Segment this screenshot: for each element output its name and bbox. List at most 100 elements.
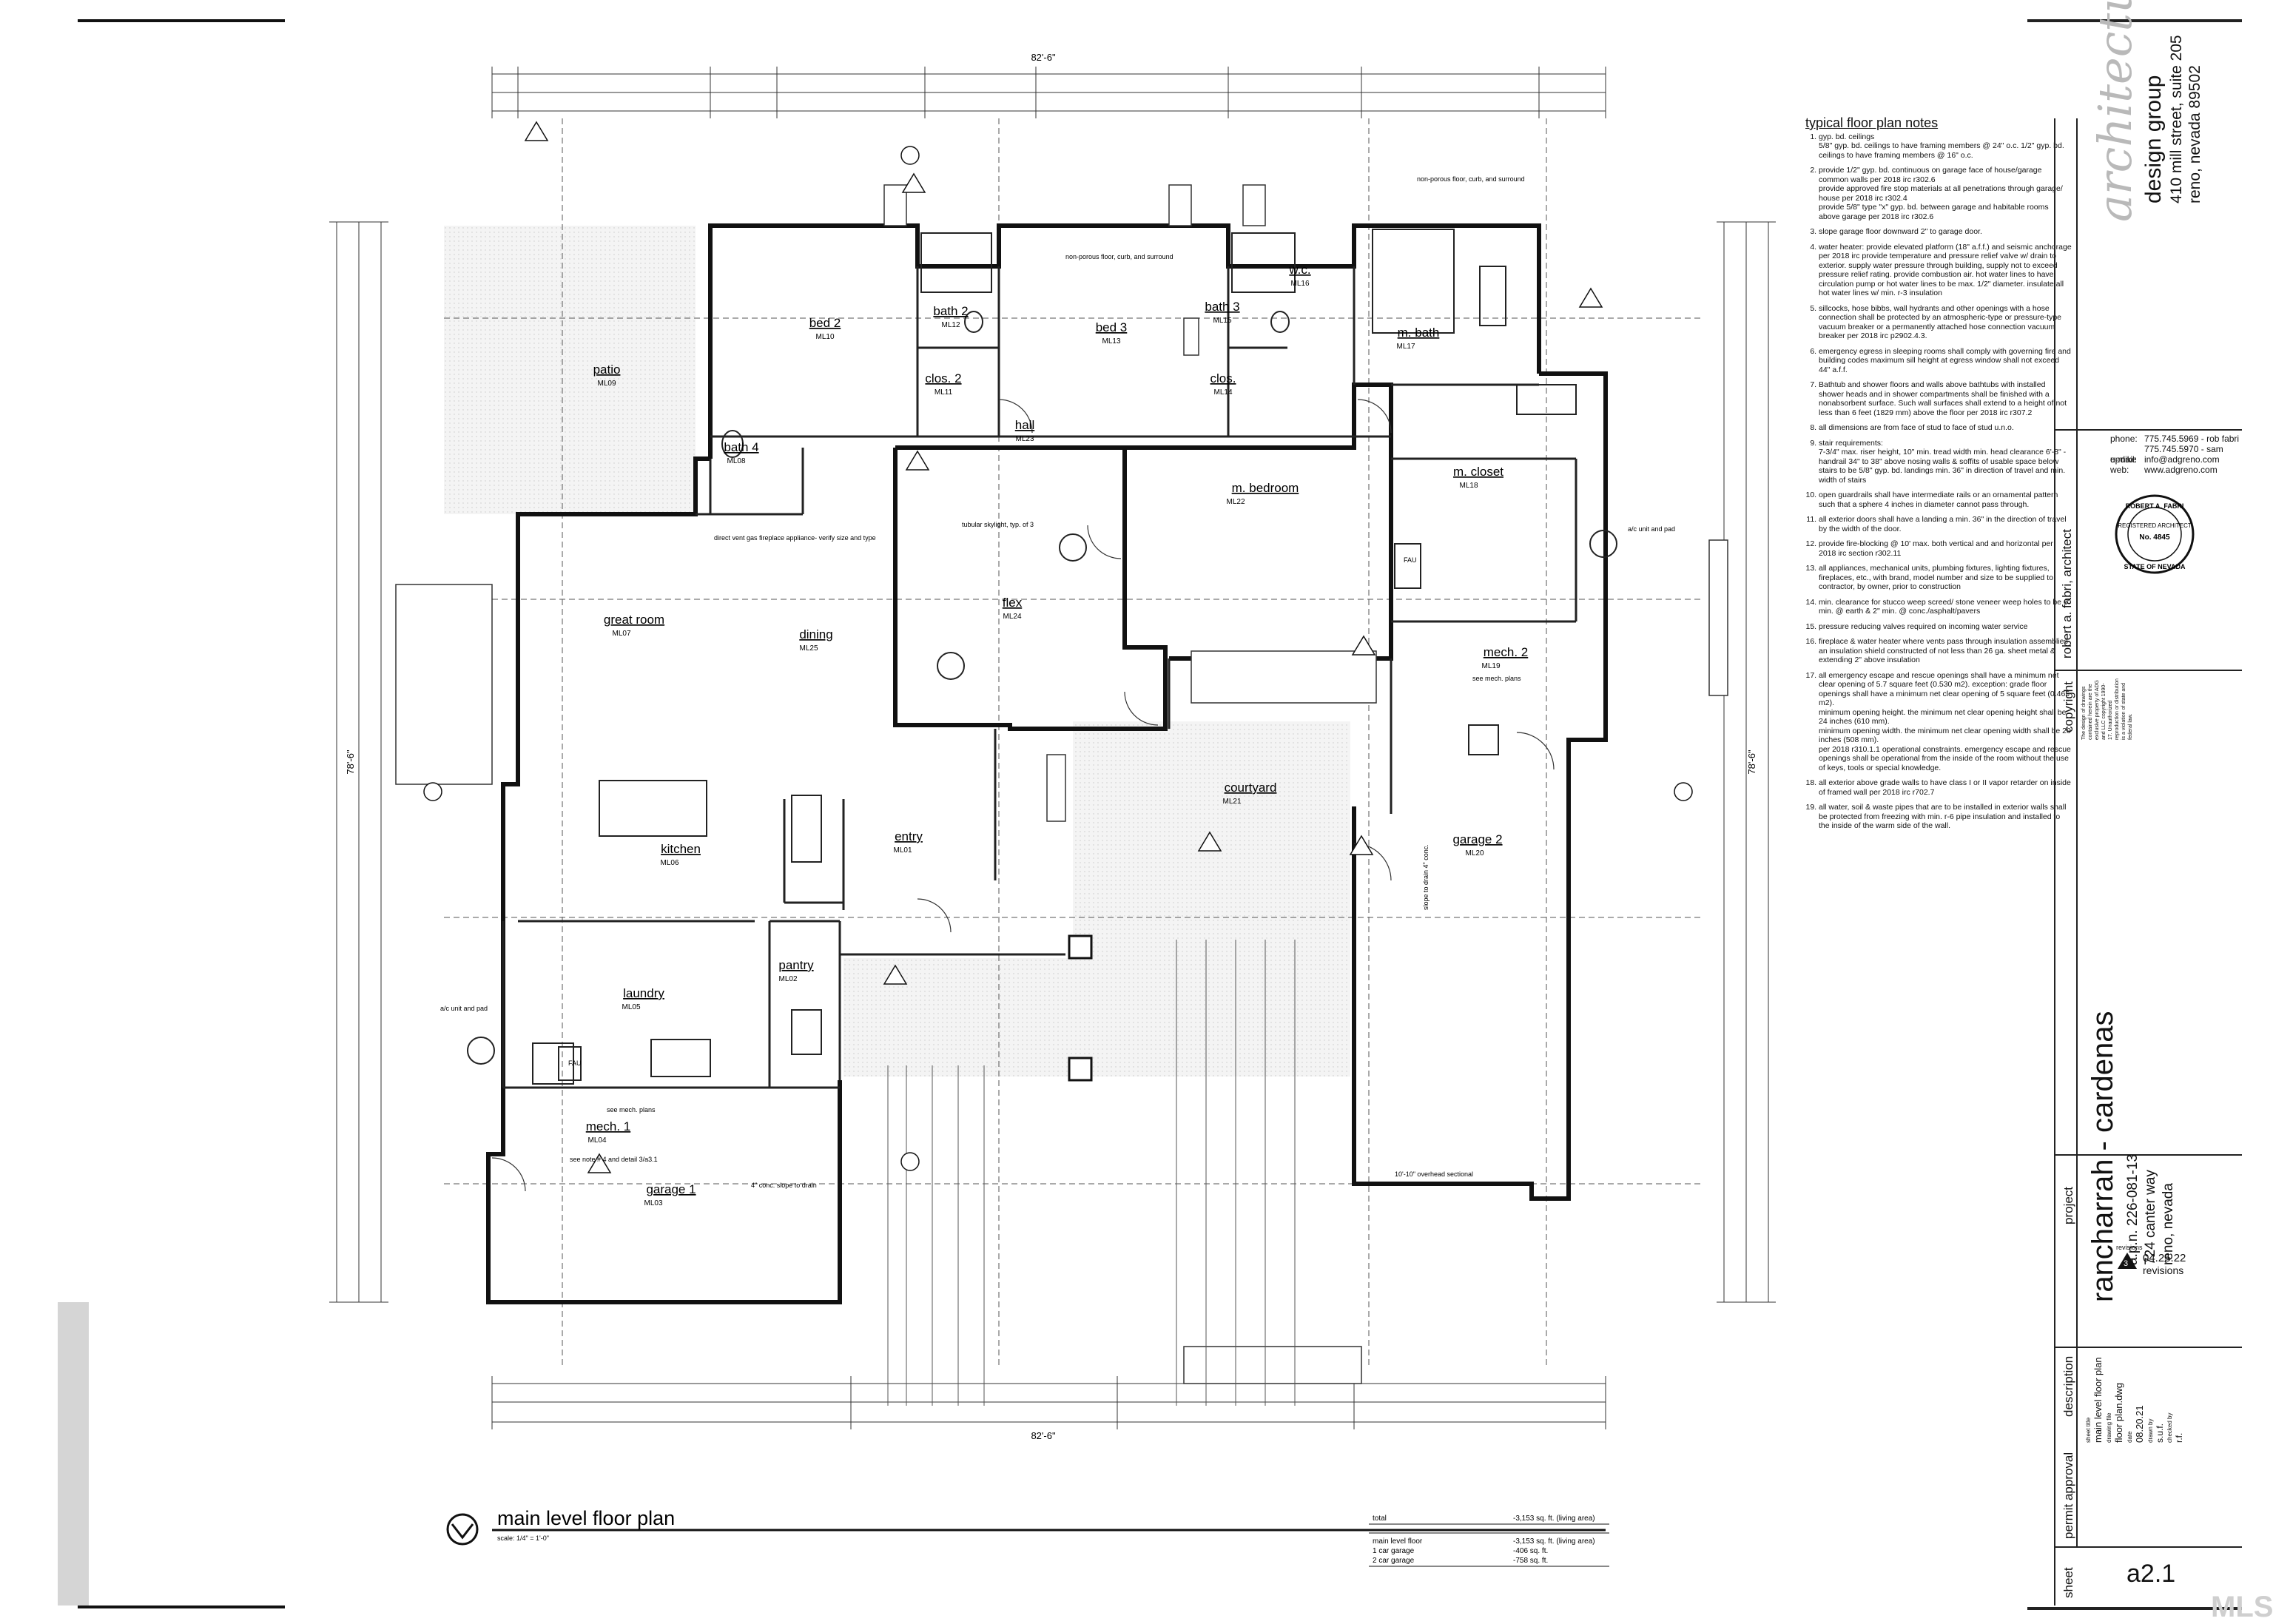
revisions-label: revisions: [2116, 1244, 2143, 1251]
room-code-bed2: ML10: [815, 333, 834, 341]
room-entry: entry: [895, 829, 923, 843]
room-code-kitchen: ML06: [660, 859, 678, 867]
revision-text: revisions: [2143, 1264, 2184, 1276]
note-fau-1: FAU: [568, 1059, 582, 1067]
room-code-garage2: ML20: [1465, 849, 1484, 858]
area-row-label: 2 car garage: [1373, 1557, 1415, 1565]
room-code-bath2: ML12: [941, 321, 960, 329]
room-pantry: pantry: [778, 958, 814, 972]
note-item: all water, soil & waste pipes that are t…: [1819, 803, 2072, 831]
note-item: Bathtub and shower floors and walls abov…: [1819, 380, 2072, 417]
room-courtyard: courtyard: [1225, 781, 1277, 795]
firm-name: design group: [2141, 75, 2166, 203]
date-label: date: [2126, 1431, 2133, 1443]
note-skylight: tubular skylight, typ. of 3: [962, 521, 1034, 528]
overall-depth-dim-right: 78'-6": [1746, 749, 1757, 775]
floor-plan-notes: typical floor plan notes gyp. bd. ceilin…: [1805, 116, 2072, 837]
room-code-dining: ML25: [799, 644, 818, 653]
note-fireplace: direct vent gas fireplace appliance- ver…: [714, 534, 876, 542]
firm-script: architectural: [2088, 0, 2142, 222]
revision-number: 3: [2124, 1259, 2129, 1268]
room-wc: w.c.: [1288, 263, 1310, 277]
checked-value: r.f.: [2174, 1432, 2184, 1443]
room-greatroom: great room: [604, 613, 664, 627]
contact-label: web:: [2110, 465, 2129, 475]
room-mbedroom: m. bedroom: [1232, 481, 1299, 495]
room-code-greatroom: ML07: [612, 630, 630, 638]
contact-label: e-mail:: [2110, 454, 2138, 465]
room-code-mbedroom: ML22: [1226, 498, 1245, 506]
room-bath4: bath 4: [724, 440, 758, 454]
copyright-label: copyright: [2061, 681, 2075, 732]
date-value: 08.20.21: [2134, 1405, 2145, 1443]
drawing-file-value: floor plan.dwg: [2113, 1383, 2124, 1443]
room-code-mbath: ML17: [1396, 343, 1415, 351]
note-nonporous-1: non-porous floor, curb, and surround: [1065, 253, 1173, 260]
room-code-laundry: ML05: [622, 1003, 640, 1011]
room-clos2: clos. 2: [925, 371, 961, 385]
overall-width-dim-bottom: 82'-6": [1031, 1430, 1056, 1441]
note-item: all emergency escape and rescue openings…: [1819, 671, 2072, 773]
room-code-garage1: ML03: [644, 1199, 662, 1207]
revision-number-icon: [2118, 1253, 2137, 1269]
room-code-clos: ML14: [1213, 388, 1232, 397]
room-code-bed3: ML13: [1102, 337, 1120, 346]
checked-label: checked by: [2166, 1412, 2173, 1443]
note-item: all dimensions are from face of stud to …: [1819, 423, 2072, 433]
area-row-label: 1 car garage: [1373, 1547, 1415, 1555]
north-arrow-icon: [446, 1513, 479, 1546]
room-garage2: garage 2: [1452, 832, 1502, 846]
note-conc-1: 4" conc. slope to drain: [751, 1182, 817, 1189]
contact-label: phone:: [2110, 434, 2138, 444]
firm-address-2: reno, nevada 89502: [2186, 65, 2203, 203]
margin-bar: [58, 1302, 89, 1606]
room-kitchen: kitchen: [661, 842, 701, 856]
note-item: provide fire-blocking @ 10' max. both ve…: [1819, 539, 2072, 558]
drawing-scale: scale: 1/4" = 1'-0": [497, 1534, 549, 1542]
room-code-bath3: ML15: [1213, 317, 1231, 325]
note-item: open guardrails shall have intermediate …: [1819, 491, 2072, 509]
room-garage1: garage 1: [646, 1182, 696, 1196]
room-clos: clos.: [1210, 371, 1236, 385]
sheet-label: sheet: [2061, 1567, 2075, 1598]
sheet-title-label: sheet title: [2085, 1417, 2092, 1443]
contact-value[interactable]: www.adgreno.com: [2144, 465, 2218, 475]
floor-plan-drawing: 82'-6" 82'-6" 78'-6" 78'-6": [58, 19, 1776, 1608]
area-row-label: main level floor: [1373, 1537, 1423, 1546]
sheet-title-value: main level floor plan: [2092, 1357, 2104, 1443]
room-code-bath4: ML08: [727, 457, 745, 465]
room-bed2: bed 2: [809, 316, 841, 330]
room-code-hall: ML23: [1015, 435, 1034, 443]
note-item: pressure reducing valves required on inc…: [1819, 622, 2072, 632]
room-code-pantry: ML02: [778, 975, 797, 983]
room-mech2: mech. 2: [1484, 645, 1528, 659]
room-mbath: m. bath: [1398, 326, 1440, 340]
area-row-value: -3,153 sq. ft. (living area): [1513, 1537, 1595, 1546]
room-code-wc: ML16: [1290, 280, 1309, 288]
patio-shade: [444, 226, 696, 514]
note-item: water heater: provide elevated platform …: [1819, 243, 2072, 298]
overall-width-dim: 82'-6": [1031, 52, 1056, 63]
note-item: sillcocks, hose bibbs, wall hydrants and…: [1819, 304, 2072, 341]
room-code-mcloset: ML18: [1459, 482, 1478, 490]
note-item: min. clearance for stucco weep screed/ s…: [1819, 598, 2072, 616]
drawn-value: s.u.f.: [2155, 1423, 2165, 1443]
overall-depth-dim: 78'-6": [345, 749, 356, 775]
room-code-patio: ML09: [597, 380, 616, 388]
project-label: project: [2061, 1186, 2075, 1224]
room-bath3: bath 3: [1205, 300, 1239, 314]
contact-value: 775.745.5969 - rob fabri: [2144, 434, 2240, 444]
area-total-label: total: [1373, 1515, 1387, 1523]
sheet-number: a2.1: [2126, 1560, 2176, 1588]
room-hall: hall: [1015, 418, 1034, 432]
room-patio: patio: [593, 363, 621, 377]
room-code-courtyard: ML21: [1222, 798, 1241, 806]
note-item: all exterior doors shall have a landing …: [1819, 515, 2072, 533]
note-item: gyp. bd. ceilings 5/8" gyp. bd. ceilings…: [1819, 132, 2072, 161]
architect-name: robert a. fabri, architect: [2060, 529, 2074, 658]
contact-value[interactable]: info@adgreno.com: [2144, 454, 2220, 465]
courtyard-shade: [1073, 721, 1350, 1077]
drawing-file-label: drawing file: [2106, 1412, 2112, 1443]
note-nonporous-2: non-porous floor, curb, and surround: [1417, 175, 1525, 183]
note-item: all exterior above grade walls to have c…: [1819, 778, 2072, 797]
